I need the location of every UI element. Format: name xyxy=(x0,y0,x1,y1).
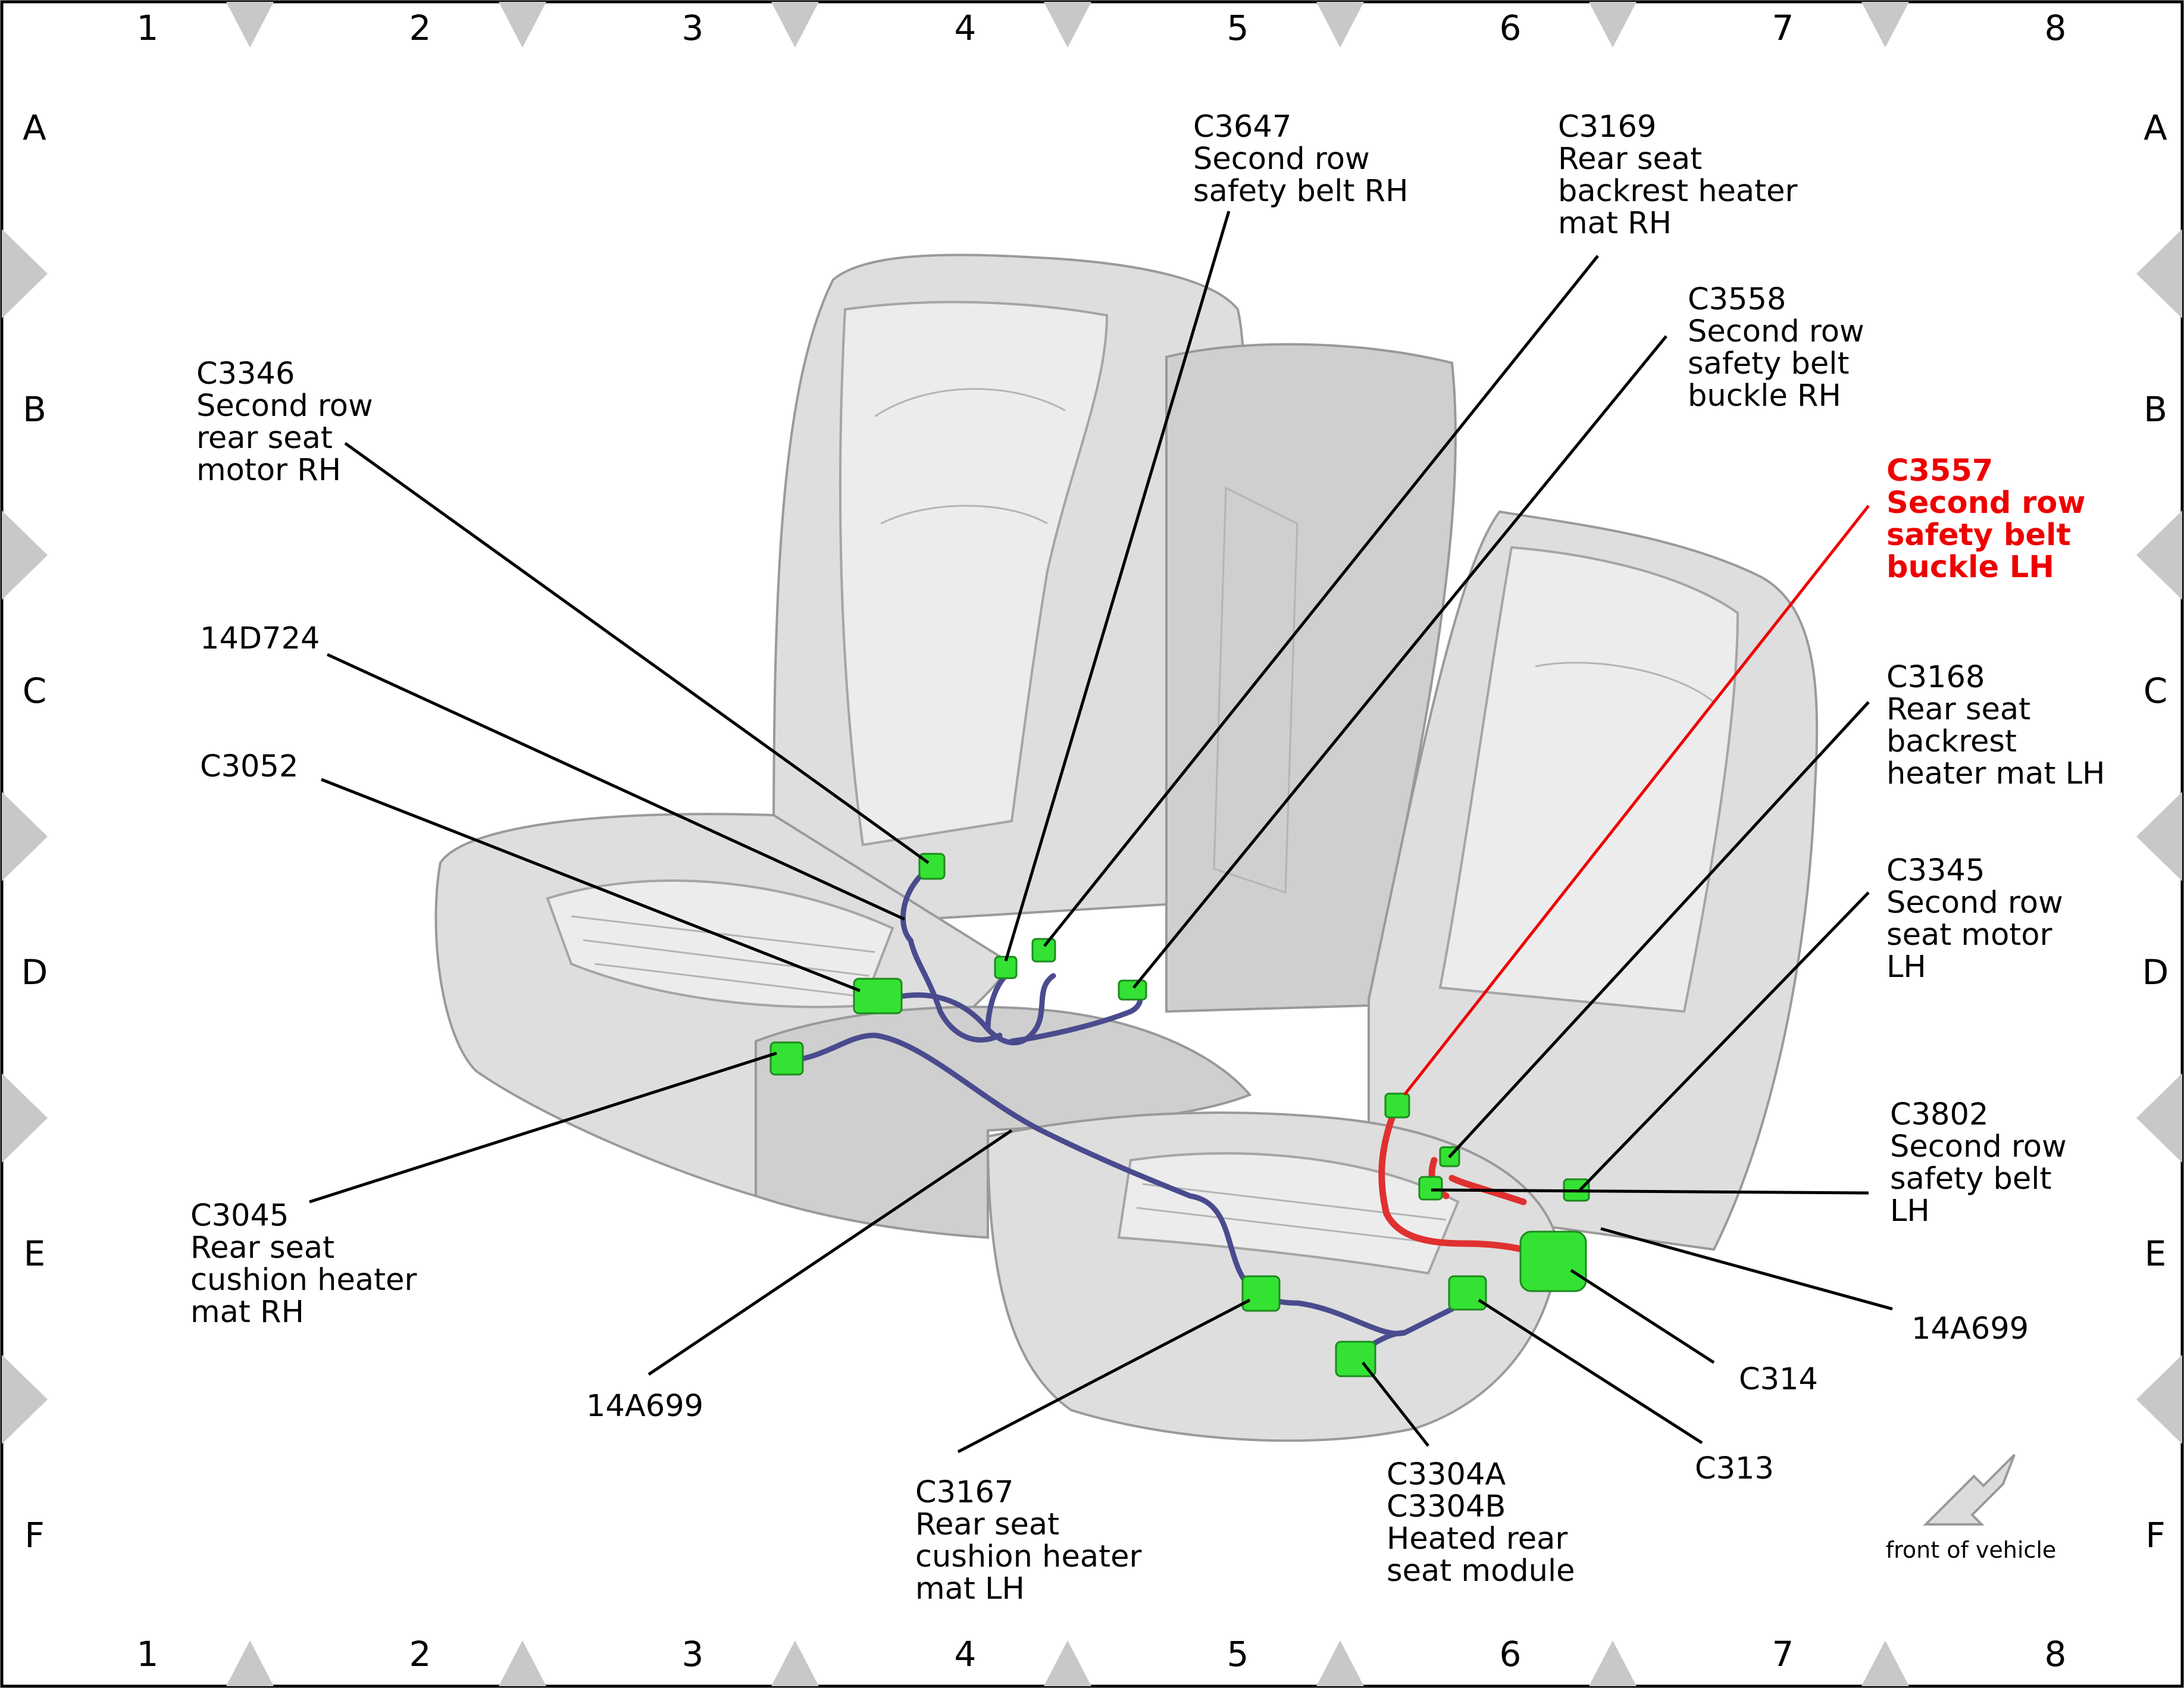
column-label-top-2: 2 xyxy=(409,8,431,48)
callout-c3169-line-3: backrest heater xyxy=(1558,174,1798,209)
connector-c3802 xyxy=(1418,1176,1443,1201)
callout-c3052-line-1: C3052 xyxy=(200,749,298,784)
callout-c3169-line-2: Rear seat xyxy=(1558,142,1702,177)
callout-c3346-line-2: Second row xyxy=(196,389,373,424)
row-label-right-B: B xyxy=(2144,389,2167,430)
row-label-left-A: A xyxy=(23,108,46,148)
callout-n14d724-line-1: 14D724 xyxy=(200,621,320,656)
connector-c3169 xyxy=(1031,938,1056,963)
callout-c3045-line-3: cushion heater xyxy=(190,1263,417,1298)
column-label-bottom-4: 4 xyxy=(955,1634,977,1674)
callout-c3345-line-2: Second row xyxy=(1886,885,2063,920)
column-label-bottom-6: 6 xyxy=(1500,1634,1522,1674)
connector-c3167 xyxy=(1241,1275,1281,1312)
callout-c3168-line-3: backrest xyxy=(1886,724,2017,759)
column-label-bottom-5: 5 xyxy=(1227,1634,1249,1674)
row-label-right-E: E xyxy=(2145,1233,2167,1274)
callout-c3558-line-4: buckle RH xyxy=(1688,378,1841,414)
column-label-top-8: 8 xyxy=(2045,8,2067,48)
row-label-left-F: F xyxy=(24,1515,44,1555)
callout-c3345-line-4: LH xyxy=(1886,950,1926,985)
callout-c3345-line-3: seat motor xyxy=(1886,917,2052,953)
row-label-right-F: F xyxy=(2145,1515,2165,1555)
callout-c3045-line-1: C3045 xyxy=(190,1198,289,1233)
callout-c3345-line-1: C3345 xyxy=(1886,853,1985,888)
callout-c3802-line-2: Second row xyxy=(1890,1129,2067,1164)
connector-c314 xyxy=(1519,1230,1587,1292)
callout-c3802-line-1: C3802 xyxy=(1890,1097,1988,1132)
callout-c3167-line-2: Rear seat xyxy=(915,1507,1059,1542)
row-label-right-D: D xyxy=(2142,952,2169,992)
callout-c3647-line-1: C3647 xyxy=(1193,109,1291,145)
connector-c3557 xyxy=(1384,1092,1410,1119)
connector-c313 xyxy=(1448,1275,1487,1311)
callout-c3167-line-4: mat LH xyxy=(915,1571,1025,1606)
rear-seat-illustration xyxy=(434,253,1819,1442)
column-label-bottom-8: 8 xyxy=(2045,1634,2067,1674)
row-label-right-A: A xyxy=(2144,108,2167,148)
row-label-left-D: D xyxy=(21,952,48,992)
callout-c3802-line-3: safety belt xyxy=(1890,1161,2051,1197)
wiring-harness-14a699 xyxy=(777,866,1475,1354)
callout-c3304-line-3: Heated rear xyxy=(1387,1521,1567,1557)
callout-c3557-line-1: C3557 xyxy=(1886,453,1993,488)
column-label-bottom-2: 2 xyxy=(409,1634,431,1674)
callout-c3647-line-2: Second row xyxy=(1193,142,1370,177)
column-label-top-5: 5 xyxy=(1227,8,1249,48)
callout-n14a699r-line-1: 14A699 xyxy=(1911,1311,2029,1346)
callout-c3168-line-1: C3168 xyxy=(1886,660,1985,695)
connector-c3052 xyxy=(853,978,903,1014)
callout-c3304-line-2: C3304B xyxy=(1387,1489,1506,1524)
callout-c3558-line-3: safety belt xyxy=(1688,346,1849,381)
column-label-top-7: 7 xyxy=(1772,8,1794,48)
column-label-bottom-7: 7 xyxy=(1772,1634,1794,1674)
callout-n14a699l-line-1: 14A699 xyxy=(586,1389,703,1424)
callout-c3802-line-4: LH xyxy=(1890,1194,1930,1229)
callout-c3168-line-2: Rear seat xyxy=(1886,692,2030,727)
connector-c3045 xyxy=(769,1041,804,1076)
connector-c3558 xyxy=(1118,979,1147,1001)
leader-lines xyxy=(309,211,1893,1454)
callout-c313-line-1: C313 xyxy=(1695,1451,1774,1486)
orientation-indicator: front of vehicle xyxy=(1886,1454,2057,1563)
callout-c3167-line-3: cushion heater xyxy=(915,1539,1141,1574)
column-label-top-3: 3 xyxy=(682,8,704,48)
column-label-top-6: 6 xyxy=(1500,8,1522,48)
row-label-left-C: C xyxy=(23,671,47,711)
callout-c3169-line-4: mat RH xyxy=(1558,206,1672,241)
callout-c3557-line-3: safety belt xyxy=(1886,518,2071,553)
callout-c3168-line-4: heater mat LH xyxy=(1886,756,2105,791)
callout-c314-line-1: C314 xyxy=(1739,1362,1818,1397)
row-label-right-C: C xyxy=(2144,671,2168,711)
column-label-bottom-3: 3 xyxy=(682,1634,704,1674)
row-label-left-B: B xyxy=(23,389,46,430)
callout-c3558-line-1: C3558 xyxy=(1688,282,1786,317)
callout-c3167-line-1: C3167 xyxy=(915,1475,1013,1510)
callout-c3647-line-3: safety belt RH xyxy=(1193,174,1408,209)
callout-c3045-line-4: mat RH xyxy=(190,1295,304,1330)
callout-c3557-line-4: buckle LH xyxy=(1886,550,2054,585)
arrow-down-left-icon xyxy=(1923,1454,2016,1526)
column-label-top-1: 1 xyxy=(137,8,159,48)
row-label-left-E: E xyxy=(24,1233,46,1274)
callout-c3304-line-4: seat module xyxy=(1387,1554,1575,1589)
callout-c3558-line-2: Second row xyxy=(1688,314,1864,349)
callout-c3169-line-1: C3169 xyxy=(1558,109,1656,145)
column-label-bottom-1: 1 xyxy=(137,1634,159,1674)
callout-c3045-line-2: Rear seat xyxy=(190,1230,334,1266)
callout-c3304-line-1: C3304A xyxy=(1387,1457,1506,1492)
callout-c3346-line-1: C3346 xyxy=(196,356,295,392)
column-label-top-4: 4 xyxy=(955,8,977,48)
orientation-label: front of vehicle xyxy=(1886,1537,2057,1563)
callout-c3346-line-4: motor RH xyxy=(196,453,341,488)
callout-c3557-line-2: Second row xyxy=(1886,486,2085,521)
callout-c3346-line-3: rear seat xyxy=(196,421,333,456)
